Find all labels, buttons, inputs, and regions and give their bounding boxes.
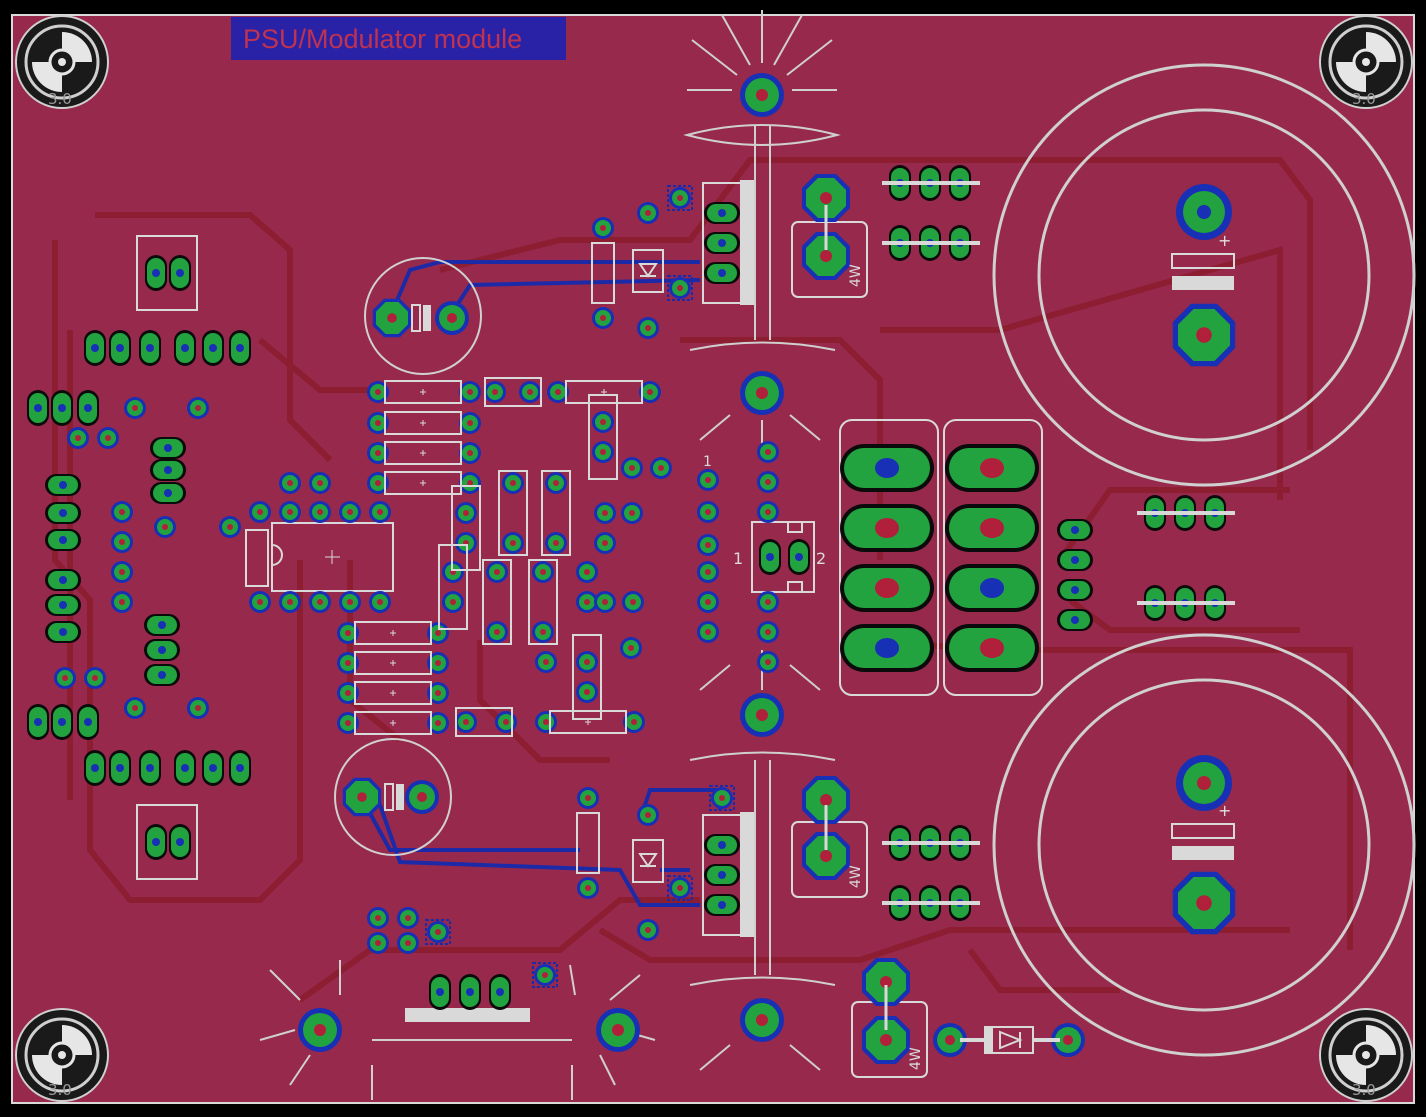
pin-label-1-upper: 1 xyxy=(703,454,712,470)
hole-size-label: 3.0 xyxy=(1352,90,1376,108)
hole-size-label: 3.0 xyxy=(48,1081,72,1099)
regulator-bottom xyxy=(702,812,754,937)
capacitor-c-top: + xyxy=(992,63,1416,487)
capacitor-c-bottom: + xyxy=(992,633,1416,1057)
board-outline xyxy=(11,14,1415,1104)
hole-size-label: 3.0 xyxy=(1352,1081,1376,1099)
pin-label-2: 2 xyxy=(816,549,826,568)
resistor-4w-middle: 4W xyxy=(791,776,868,898)
heatsink-top xyxy=(686,9,838,450)
heatsink-bottom-left xyxy=(259,960,656,1100)
power-rating-label: 4W xyxy=(848,865,864,888)
filter-caps xyxy=(882,165,1235,921)
connector-j1: 1 2 1 xyxy=(703,454,826,593)
hole-size-label: 3.0 xyxy=(48,90,72,108)
polarity-plus-icon: + xyxy=(1218,231,1231,250)
ic-chip xyxy=(245,522,394,592)
bridge-rectifier xyxy=(839,419,1043,696)
polarity-plus-icon: + xyxy=(1218,801,1231,820)
component-pads xyxy=(54,185,779,988)
heatsink-middle xyxy=(689,650,836,1071)
diode-bottom-right xyxy=(933,1023,1085,1057)
resistor-4w-bottom: 4W xyxy=(851,958,928,1078)
diode-symbol-icon xyxy=(999,1030,1023,1050)
left-components xyxy=(27,235,251,880)
board-title: PSU/Modulator module xyxy=(243,24,522,54)
power-rating-label: 4W xyxy=(908,1047,924,1070)
pin-label-1: 1 xyxy=(733,549,743,568)
electrolytic-cap-upper xyxy=(364,257,482,375)
power-rating-label: 4W xyxy=(848,264,864,287)
resistor-4w-top: 4W xyxy=(791,174,868,298)
electrolytic-cap-lower xyxy=(334,738,452,856)
regulator-top xyxy=(702,180,754,305)
title-badge: PSU/Modulator module xyxy=(231,17,566,60)
